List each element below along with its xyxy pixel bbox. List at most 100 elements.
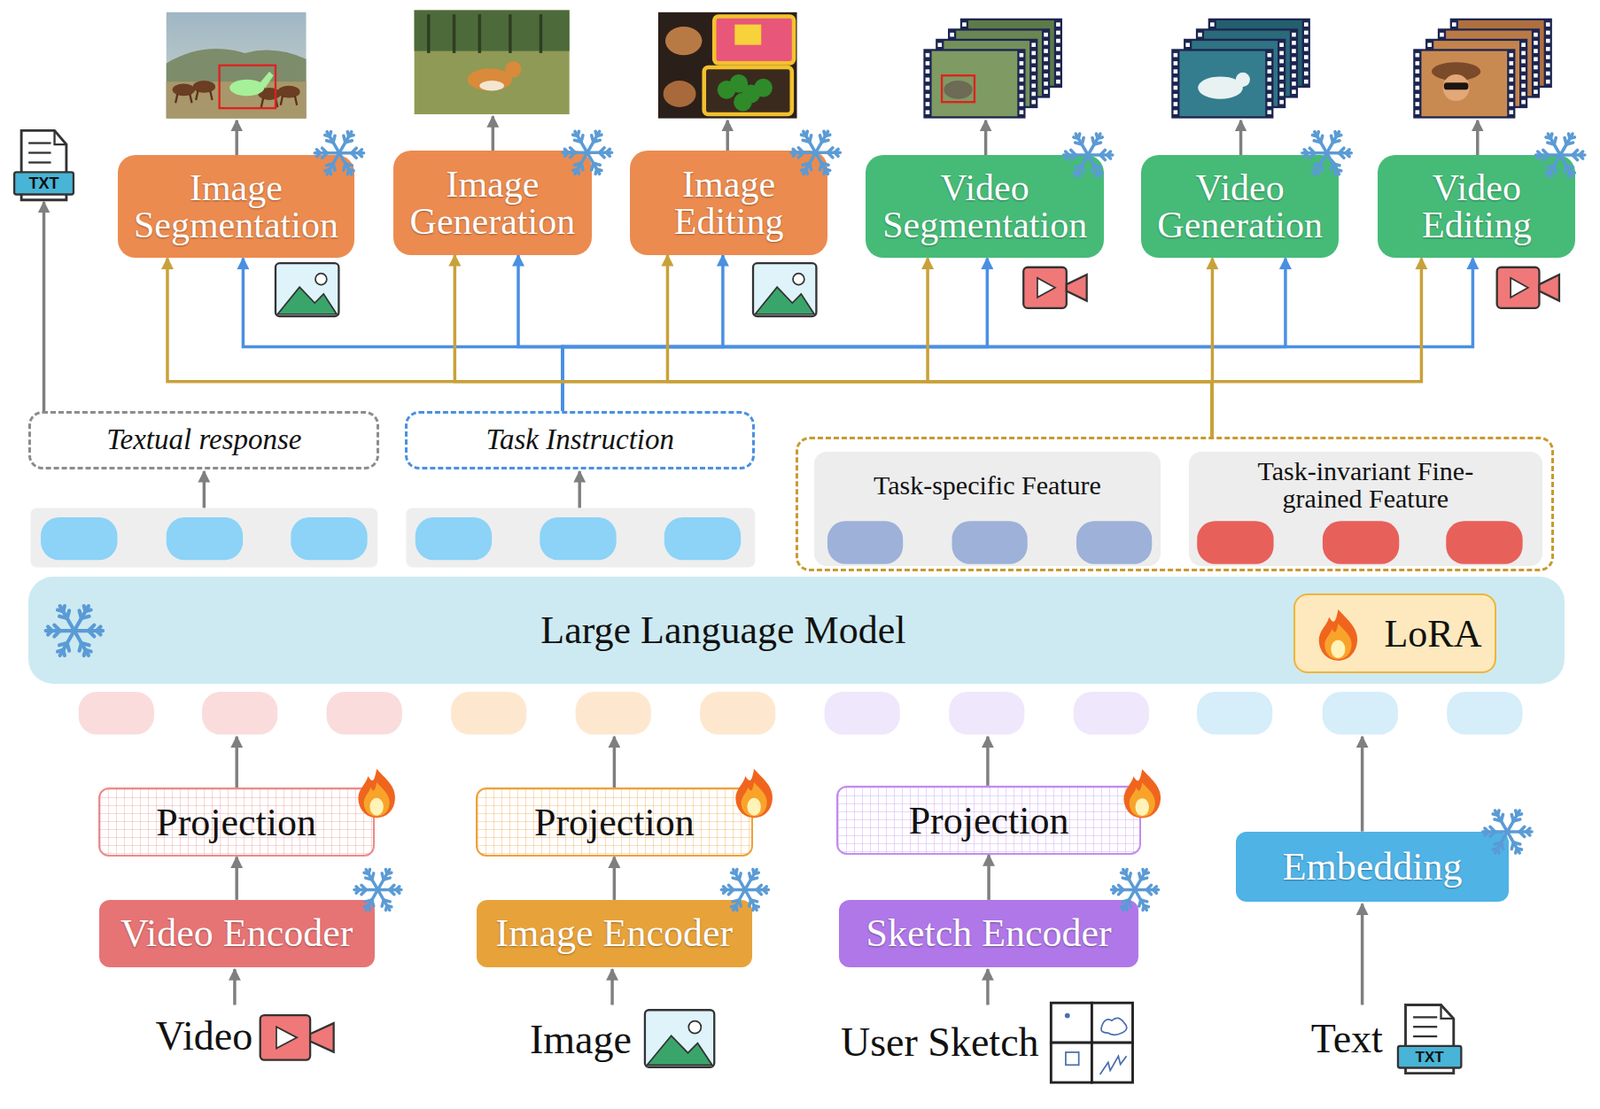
snowflake-icon xyxy=(356,889,360,894)
snowflake-icon xyxy=(322,147,327,153)
snowflake-icon xyxy=(1536,153,1562,157)
image-icon xyxy=(792,273,805,286)
snowflake-icon xyxy=(326,163,333,166)
snowflake-icon xyxy=(1336,135,1342,137)
snowflake-icon xyxy=(1331,163,1334,171)
video-frame xyxy=(1304,71,1309,77)
snowflake-icon xyxy=(1516,814,1522,816)
video-frame xyxy=(1019,93,1025,99)
snowflake-icon xyxy=(1327,151,1352,156)
snowflake-icon xyxy=(1134,888,1158,892)
snowflake-icon xyxy=(1096,133,1098,139)
snowflake-icon xyxy=(316,149,320,154)
output-image xyxy=(259,71,274,88)
output-image xyxy=(172,83,195,96)
connector xyxy=(562,255,723,412)
snowflake-icon xyxy=(1081,138,1084,145)
video-frame xyxy=(1267,53,1273,58)
text-file-icon xyxy=(1413,1025,1437,1028)
snowflake-icon xyxy=(349,135,354,137)
snowflake-icon xyxy=(74,629,103,633)
snowflake-icon xyxy=(365,900,372,902)
sketch-icon xyxy=(1064,1013,1071,1019)
snowflake-icon xyxy=(1483,830,1508,834)
video-frame xyxy=(1545,22,1551,27)
snowflake-icon xyxy=(722,889,727,894)
video-frame xyxy=(1279,67,1284,72)
snowflake-icon xyxy=(1138,900,1141,907)
snowflake-icon xyxy=(738,900,741,907)
snowflake-icon xyxy=(329,132,331,137)
video-frame xyxy=(1056,46,1061,52)
snowflake-icon xyxy=(1152,886,1157,891)
video-frame xyxy=(1267,69,1273,74)
snowflake-icon xyxy=(354,869,402,910)
video-frame xyxy=(1521,83,1526,88)
snowflake-icon xyxy=(822,163,829,166)
snowflake-icon xyxy=(1579,155,1584,159)
video-frame xyxy=(1267,85,1273,91)
video-frame xyxy=(1031,92,1036,97)
text-file-icon xyxy=(1441,1005,1454,1019)
flow-arrow xyxy=(1475,120,1479,156)
node-text: Image Encoder xyxy=(496,910,734,956)
snowflake-icon xyxy=(67,643,70,652)
snowflake-icon xyxy=(1064,153,1089,157)
snowflake-icon xyxy=(1312,169,1318,171)
video-frame xyxy=(925,61,931,66)
snowflake-icon xyxy=(1547,142,1554,145)
snowflake-icon xyxy=(1339,153,1344,158)
video-frame xyxy=(1279,51,1284,56)
snowflake-icon xyxy=(343,135,346,142)
snowflake-icon xyxy=(345,163,352,166)
video-icon xyxy=(1497,267,1540,309)
snowflake-icon xyxy=(587,151,613,156)
connector xyxy=(927,257,1212,437)
video-frame xyxy=(1279,42,1284,47)
snowflake-icon xyxy=(732,900,739,902)
snowflake-icon xyxy=(823,132,825,137)
snowflake-icon xyxy=(326,132,340,154)
video-frame xyxy=(1171,48,1274,118)
output-image xyxy=(663,80,697,108)
snowflake-icon xyxy=(1092,138,1095,145)
snowflake-icon xyxy=(1078,133,1080,139)
fire-icon xyxy=(1325,623,1352,660)
snowflake-icon xyxy=(1515,810,1517,816)
input-tokens xyxy=(948,691,1025,735)
video-frame xyxy=(1043,89,1049,94)
snowflake-icon xyxy=(798,147,803,153)
snowflake-icon xyxy=(339,151,365,156)
snowflake-icon xyxy=(721,888,745,892)
output-image xyxy=(734,24,762,46)
snowflake-icon xyxy=(745,888,769,892)
fire-icon xyxy=(746,798,761,816)
snowflake-icon xyxy=(1484,831,1489,836)
video-icon xyxy=(260,1015,311,1061)
snowflake-icon xyxy=(823,169,825,174)
snowflake-icon xyxy=(1314,132,1328,154)
snowflake-icon xyxy=(1561,155,1574,177)
output-image xyxy=(478,14,482,54)
snowflake-icon xyxy=(1146,885,1151,890)
snowflake-icon xyxy=(802,140,809,143)
fire-icon xyxy=(1331,640,1346,660)
video-frame xyxy=(1304,22,1309,27)
snowflake-icon xyxy=(1118,889,1123,894)
task-box: Video Generation xyxy=(1141,155,1339,258)
video-frame xyxy=(1415,61,1421,66)
video-frame xyxy=(1304,62,1309,68)
snowflake-icon xyxy=(1500,814,1503,821)
snowflake-icon xyxy=(357,153,362,157)
snowflake-icon xyxy=(577,132,579,137)
snowflake-icon xyxy=(57,609,63,612)
snowflake-icon xyxy=(79,643,82,652)
snowflake-icon xyxy=(1107,155,1111,159)
snowflake-icon xyxy=(750,877,757,880)
snowflake-icon xyxy=(396,889,400,894)
snowflake-icon xyxy=(1569,137,1575,139)
video-icon xyxy=(1538,274,1559,301)
snowflake-icon xyxy=(1123,889,1135,910)
snowflake-icon xyxy=(1526,828,1531,832)
